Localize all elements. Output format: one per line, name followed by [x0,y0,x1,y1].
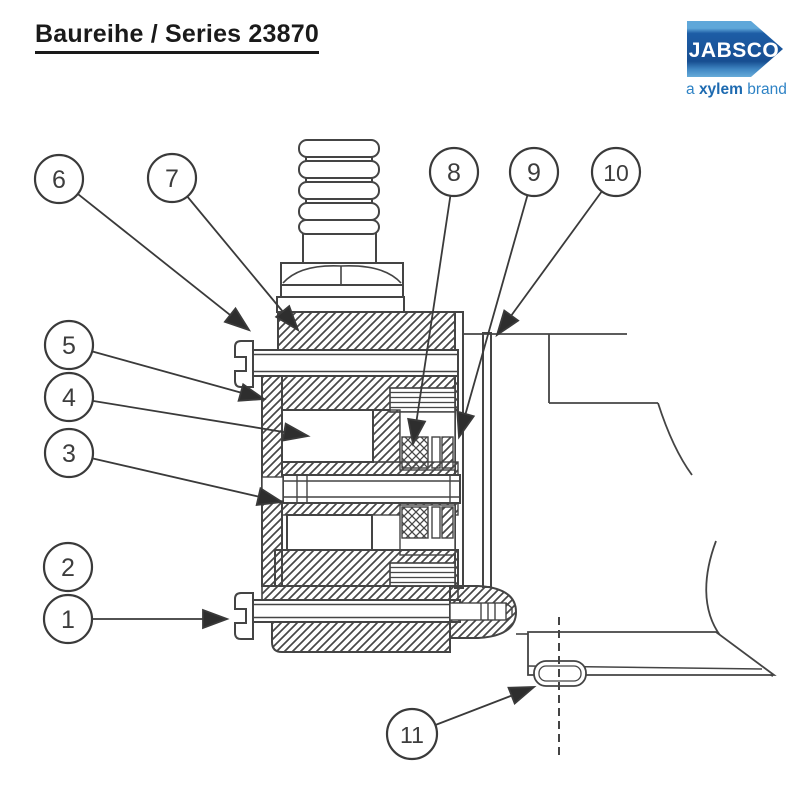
leader-5 [91,350,267,402]
callout-number: 9 [527,159,541,187]
callout-circle [146,152,198,204]
callout-number: 8 [447,159,461,187]
callout-number: 6 [52,166,66,194]
drawing [234,139,777,757]
leader-1 [92,608,230,630]
logo-wordmark: JABSCO [689,39,780,62]
callout-10: 10 [590,146,642,198]
callout-circle [42,593,94,645]
callout-number: 10 [603,160,629,186]
bearing-upper [389,387,456,413]
leader-8 [407,195,452,447]
seal-assembly-lower [399,504,456,556]
logo-flag-icon [687,21,783,77]
bearing-lower [389,562,456,587]
callout-number: 1 [61,606,75,634]
callout-number: 5 [62,332,76,360]
hose-barb-fitting [298,139,380,267]
callout-number: 3 [62,440,76,468]
hex-nut [276,262,405,313]
page-title: Baureihe / Series 23870 [35,20,319,54]
callout-number: 4 [62,384,76,412]
callout-circle [385,707,439,761]
callout-number: 7 [165,165,179,193]
clamp-band-bottom [234,592,461,640]
callout-circle [428,146,480,198]
callout-6: 6 [33,153,85,205]
leader-3 [92,457,285,506]
end-bell [271,621,451,653]
callouts: 1 2 3 4 5 6 7 [33,146,642,761]
leader-11 [434,686,537,727]
callout-circle [508,146,560,198]
callout-2: 2 [42,541,94,593]
hose-clamp [527,617,777,757]
callout-3: 3 [43,427,95,479]
callout-number: 11 [400,722,424,748]
leader-4 [92,400,311,442]
callout-number: 2 [61,554,75,582]
flange-plate [482,332,492,588]
jabsco-logo: JABSCO a xylem brand [686,21,787,98]
callout-circle [42,541,94,593]
callout-circle [43,371,95,423]
clamp-band-top [234,340,459,388]
clamp-screw-bottom [234,592,254,640]
callout-4: 4 [43,371,95,423]
end-cap [449,585,518,639]
callout-circle [43,319,95,371]
callout-7: 7 [146,152,198,204]
leader-lines [77,190,603,727]
clamp-screw-top [234,340,254,388]
callout-1: 1 [42,593,94,645]
logo-tagline: a xylem brand [686,81,787,98]
callout-circle [33,153,85,205]
callout-5: 5 [43,319,95,371]
body-top-block [277,311,459,351]
impeller-cavity-lower [286,514,373,551]
callout-11: 11 [385,707,439,761]
leader-10 [495,190,603,338]
pump-shaft [261,474,461,504]
leader-6 [77,193,252,332]
callout-circle [590,146,642,198]
callout-9: 9 [508,146,560,198]
leader-7 [186,195,300,333]
leader-9 [456,194,529,440]
callout-8: 8 [428,146,480,198]
callout-circle [43,427,95,479]
pump-body [234,311,777,757]
